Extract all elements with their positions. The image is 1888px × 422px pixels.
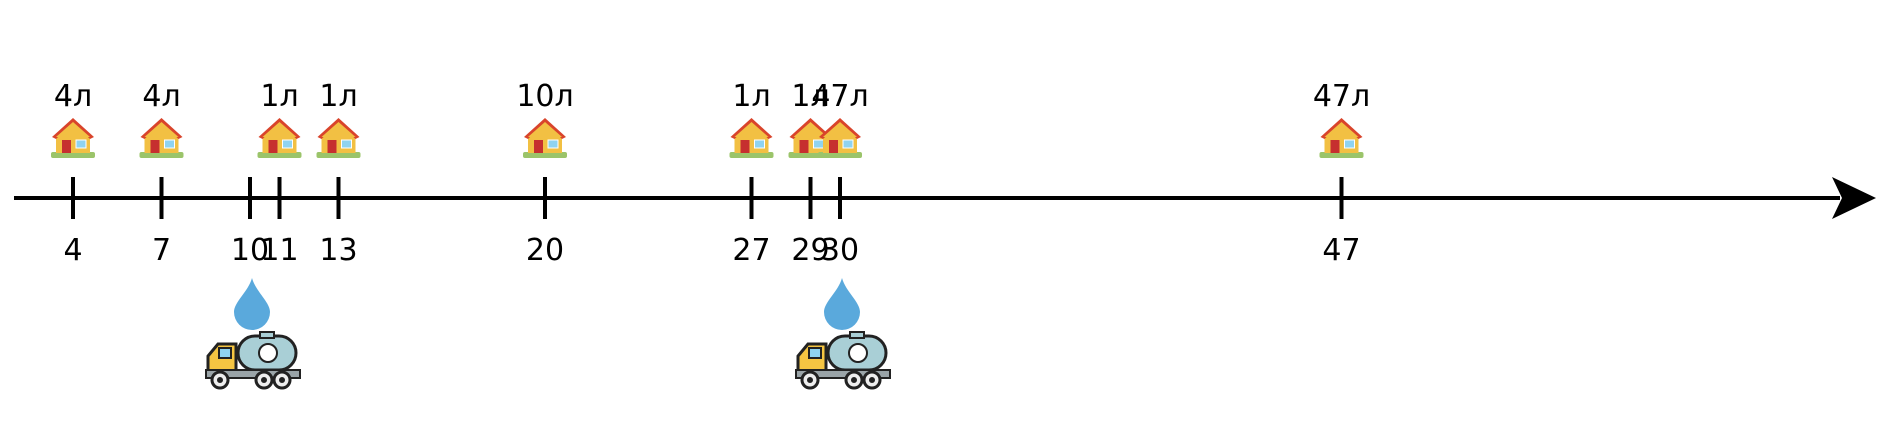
house-marker: 4л <box>139 79 184 158</box>
house-marker: 1л <box>316 79 361 158</box>
house-icon <box>523 118 567 158</box>
house-volume-label: 10л <box>516 79 573 114</box>
house-icon <box>729 118 774 158</box>
truck-group <box>205 278 891 390</box>
house-volume-label: 47л <box>811 79 868 114</box>
tick-label: 29 <box>791 233 829 268</box>
house-icon <box>51 118 95 158</box>
tick-label: 47 <box>1322 233 1360 268</box>
tick-label: 30 <box>821 233 859 268</box>
house-volume-label: 1л <box>791 79 829 114</box>
house-icon <box>257 118 302 158</box>
truck-marker <box>795 278 891 390</box>
house-icon <box>1319 118 1364 158</box>
house-volume-label: 1л <box>319 79 357 114</box>
house-volume-label: 1л <box>732 79 770 114</box>
house-icon <box>788 118 833 158</box>
house-icon <box>316 118 361 158</box>
house-icon <box>818 118 862 158</box>
house-volume-label: 4л <box>142 79 180 114</box>
axis-arrowhead <box>1832 177 1876 219</box>
water-truck-icon <box>205 331 301 390</box>
tick-label: 10 <box>231 233 269 268</box>
house-icon <box>139 118 184 158</box>
house-marker: 1л <box>729 79 774 158</box>
truck-marker <box>205 278 301 390</box>
house-marker: 10л <box>516 79 574 158</box>
house-marker: 47л <box>811 79 869 158</box>
tick-label: 20 <box>526 233 564 268</box>
house-volume-label: 47л <box>1313 79 1370 114</box>
tick-label: 11 <box>260 233 298 268</box>
tick-label: 27 <box>732 233 770 268</box>
axis <box>14 177 1876 219</box>
water-truck-icon <box>795 331 891 390</box>
house-marker: 47л <box>1313 79 1370 158</box>
house-marker: 1л <box>788 79 833 158</box>
house-volume-label: 4л <box>54 79 92 114</box>
tick-label: 4 <box>63 233 82 268</box>
tick-label: 13 <box>319 233 357 268</box>
house-volume-label: 1л <box>260 79 298 114</box>
house-marker: 4л <box>51 79 95 158</box>
water-drop-icon <box>824 278 860 330</box>
house-marker: 1л <box>257 79 302 158</box>
tick-label: 7 <box>152 233 171 268</box>
water-drop-icon <box>234 278 270 330</box>
